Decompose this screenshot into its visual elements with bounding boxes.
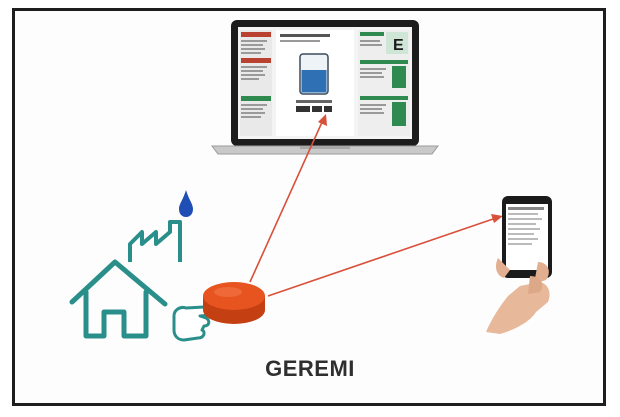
phone-in-hand-icon: [486, 196, 552, 334]
arrow-to-laptop: [249, 119, 324, 283]
laptop-icon: E: [211, 20, 439, 155]
arrow-to-phone: [267, 217, 497, 297]
arrows: [249, 114, 503, 297]
geremi-button-icon: [203, 282, 265, 324]
flame-icon: [179, 190, 193, 217]
geremi-caption: GEREMI: [265, 356, 355, 381]
house-icon: [69, 259, 168, 339]
arrow-to-phone-head: [491, 214, 503, 223]
arrow-to-laptop-head: [318, 114, 327, 126]
factory-icon: [128, 220, 182, 262]
svg-text:E: E: [393, 37, 404, 54]
